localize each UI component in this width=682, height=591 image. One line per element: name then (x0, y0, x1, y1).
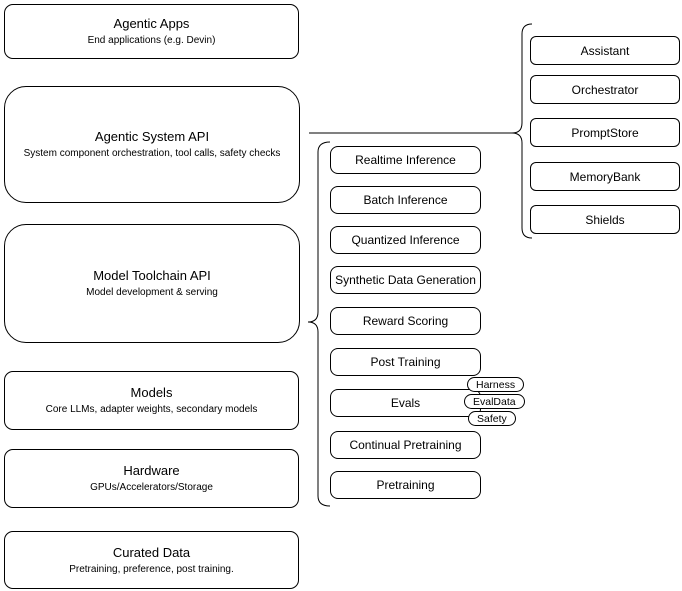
box-orchestrator: Orchestrator (530, 75, 680, 104)
box-reward-scoring: Reward Scoring (330, 307, 481, 335)
box-title: Curated Data (112, 544, 191, 560)
box-title: Hardware (123, 463, 180, 478)
box-title: Agentic Apps (113, 16, 190, 31)
box-model-toolchain-api: Model Toolchain API Model development & … (4, 224, 300, 343)
box-hardware: Hardware GPUs/Accelerators/Storage (4, 449, 299, 508)
system-group-brace (511, 23, 533, 239)
box-memorybank: MemoryBank (530, 162, 680, 191)
pill-harness: Harness (467, 377, 525, 392)
box-curated-data: Curated Data Pretraining, preference, po… (4, 531, 299, 589)
box-promptstore: PromptStore (530, 118, 680, 147)
box-quantized-inference: Quantized Inference (330, 226, 481, 254)
pill-safety: Safety (468, 411, 516, 426)
pill-evaldata: EvalData (464, 394, 525, 409)
box-subtitle: GPUs/Accelerators/Storage (90, 482, 213, 493)
box-subtitle: End applications (e.g. Devin) (87, 35, 216, 46)
box-continual-pretraining: Continual Pretraining (330, 431, 481, 459)
box-batch-inference: Batch Inference (330, 186, 481, 214)
box-agentic-apps: Agentic Apps End applications (e.g. Devi… (4, 4, 299, 59)
box-shields: Shields (530, 205, 680, 234)
box-realtime-inference: Realtime Inference (330, 146, 481, 174)
box-title: Agentic System API (94, 129, 210, 144)
box-evals: Evals (330, 389, 481, 417)
box-pretraining: Pretraining (330, 471, 481, 499)
toolchain-group-brace (307, 141, 331, 507)
box-subtitle: System component orchestration, tool cal… (23, 148, 281, 159)
box-title: Model Toolchain API (93, 268, 211, 283)
box-assistant: Assistant (530, 36, 680, 65)
box-synthetic-data-generation: Synthetic Data Generation (330, 266, 481, 294)
box-subtitle: Core LLMs, adapter weights, secondary mo… (45, 404, 258, 415)
box-post-training: Post Training (330, 348, 481, 376)
box-subtitle: Pretraining, preference, post training. (69, 563, 234, 575)
box-agentic-system-api: Agentic System API System component orch… (4, 86, 300, 203)
box-subtitle: Model development & serving (86, 287, 218, 298)
box-title: Models (130, 385, 173, 400)
box-models: Models Core LLMs, adapter weights, secon… (4, 371, 299, 430)
